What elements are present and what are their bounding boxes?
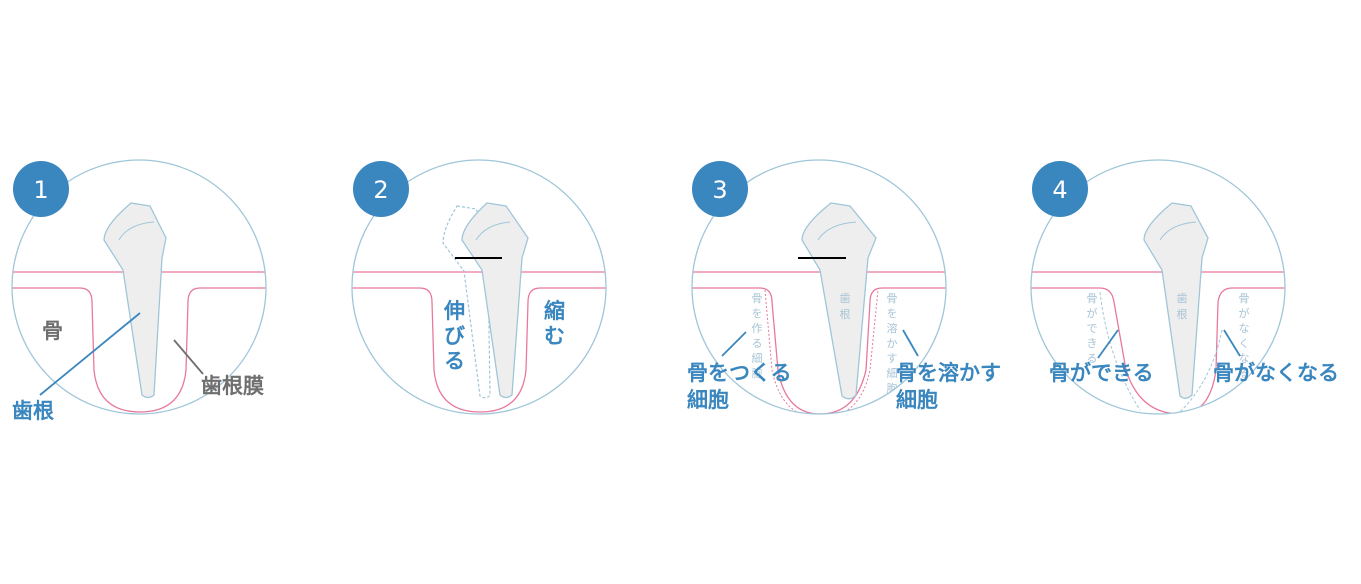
svg-text:胞: 胞 bbox=[752, 367, 763, 380]
shrink-label-1: 縮 bbox=[544, 299, 565, 323]
svg-text:な: な bbox=[1239, 352, 1250, 365]
tooth-crown-line bbox=[1159, 221, 1197, 241]
svg-text:溶: 溶 bbox=[887, 321, 898, 335]
number-badge-1-text: 1 bbox=[33, 176, 48, 204]
tooth bbox=[1143, 202, 1209, 399]
tooth-root-text-2: 根 bbox=[1177, 307, 1188, 321]
svg-text:骨: 骨 bbox=[1087, 292, 1098, 305]
number-badge-4 bbox=[1032, 161, 1088, 217]
tooth-crown-line bbox=[118, 221, 155, 241]
right-label-line2: 細胞 bbox=[896, 388, 938, 412]
right-pointer-line bbox=[902, 329, 919, 357]
svg-text:骨: 骨 bbox=[887, 292, 898, 305]
right-label-line1: 骨を溶かす bbox=[896, 361, 1001, 385]
svg-text:細: 細 bbox=[887, 367, 898, 380]
number-badge-1 bbox=[13, 161, 69, 217]
number-badge-2 bbox=[353, 161, 409, 217]
shrink-label-2: む bbox=[544, 324, 565, 348]
stretch-label-char-1: 伸 bbox=[443, 299, 465, 323]
svg-text:か: か bbox=[887, 337, 898, 350]
panel-3-circle bbox=[691, 159, 947, 415]
panel-3-content: 歯 根 骨 を 作 る 細 胞 骨 を 溶 か す 細 胞 bbox=[692, 202, 946, 414]
number-badge-4-text: 4 bbox=[1052, 176, 1067, 204]
bone-socket-outline bbox=[352, 287, 606, 413]
svg-text:骨: 骨 bbox=[752, 292, 763, 305]
root-label: 歯根 bbox=[12, 399, 54, 423]
svg-text:細: 細 bbox=[752, 352, 763, 365]
panel-3: 歯 根 骨 を 作 る 細 胞 骨 を 溶 か す 細 胞 骨をつくる bbox=[687, 159, 1001, 415]
svg-text:す: す bbox=[887, 352, 898, 365]
panel-4-content: 歯 根 骨 が で き る 骨 が な く な る bbox=[1031, 202, 1285, 414]
number-badge-3 bbox=[692, 161, 748, 217]
bone-socket-outline bbox=[692, 287, 946, 414]
svg-text:骨: 骨 bbox=[1239, 292, 1250, 305]
tooth-root-text-1: 歯 bbox=[840, 292, 851, 305]
svg-text:き: き bbox=[1087, 337, 1098, 350]
bone-label: 骨 bbox=[42, 319, 63, 343]
left-pointer-line bbox=[721, 331, 747, 357]
svg-text:く: く bbox=[1239, 337, 1250, 350]
svg-text:胞: 胞 bbox=[887, 382, 898, 395]
svg-text:る: る bbox=[752, 337, 763, 350]
panel-1-circle bbox=[11, 159, 267, 415]
right-pointer-line bbox=[1223, 329, 1241, 357]
tooth-crown-line bbox=[817, 221, 857, 241]
svg-text:る: る bbox=[1087, 352, 1098, 365]
ligament-label: 歯根膜 bbox=[201, 374, 264, 398]
bone-socket-outline bbox=[1031, 287, 1285, 414]
svg-text:を: を bbox=[887, 307, 898, 320]
left-label: 骨ができる bbox=[1049, 361, 1154, 385]
panel-1: 骨 歯根 歯根膜 1 bbox=[11, 159, 267, 423]
stretch-label: 伸 bbox=[443, 299, 465, 323]
left-label-line2: 細胞 bbox=[687, 388, 729, 412]
inner-left-vertical: 骨 を 作 る 細 胞 bbox=[752, 292, 763, 380]
number-badge-2-text: 2 bbox=[373, 176, 388, 204]
right-label: 骨がなくなる bbox=[1213, 361, 1339, 385]
svg-text:る: る bbox=[1239, 367, 1250, 380]
stretch-label-3: る bbox=[444, 349, 465, 373]
svg-text:で: で bbox=[1087, 322, 1098, 335]
svg-text:が: が bbox=[1087, 306, 1098, 320]
left-pointer-line bbox=[1097, 329, 1119, 359]
panel-1-content bbox=[12, 202, 266, 413]
tooth-crown-line bbox=[475, 221, 511, 241]
new-bone-line bbox=[1099, 291, 1141, 411]
svg-text:作: 作 bbox=[752, 322, 763, 335]
bone-socket-outline bbox=[12, 287, 266, 413]
inner-right-vertical: 骨 を 溶 か す 細 胞 bbox=[887, 292, 898, 395]
tooth-moved bbox=[461, 202, 529, 399]
ligament-pointer-line bbox=[173, 339, 204, 375]
svg-text:な: な bbox=[1239, 322, 1250, 335]
inner-right-vertical: 骨 が な く な る bbox=[1239, 292, 1250, 380]
cell-layer-outline bbox=[764, 289, 879, 414]
panel-4-circle bbox=[1030, 159, 1286, 415]
tooth bbox=[103, 202, 167, 399]
root-pointer-line bbox=[39, 312, 141, 396]
tooth bbox=[801, 202, 877, 400]
panel-2-circle bbox=[351, 159, 607, 415]
panel-2: 伸 び る 縮 む 2 bbox=[351, 159, 607, 415]
tooth-original-outline bbox=[442, 205, 493, 399]
left-label-line1: 骨をつくる bbox=[687, 361, 792, 385]
inner-left-vertical: 骨 が で き る bbox=[1087, 292, 1098, 365]
number-badge-3-text: 3 bbox=[712, 176, 727, 204]
stretch-label-2: び bbox=[444, 324, 465, 348]
panel-2-content bbox=[352, 202, 606, 413]
svg-text:が: が bbox=[1239, 306, 1250, 320]
tooth-root-text-2: 根 bbox=[840, 307, 851, 321]
panel-4: 歯 根 骨 が で き る 骨 が な く な る 骨ができる 骨がなくなる 4 bbox=[1030, 159, 1339, 415]
tooth-root-text-1: 歯 bbox=[1177, 292, 1188, 305]
svg-text:を: を bbox=[752, 307, 763, 320]
